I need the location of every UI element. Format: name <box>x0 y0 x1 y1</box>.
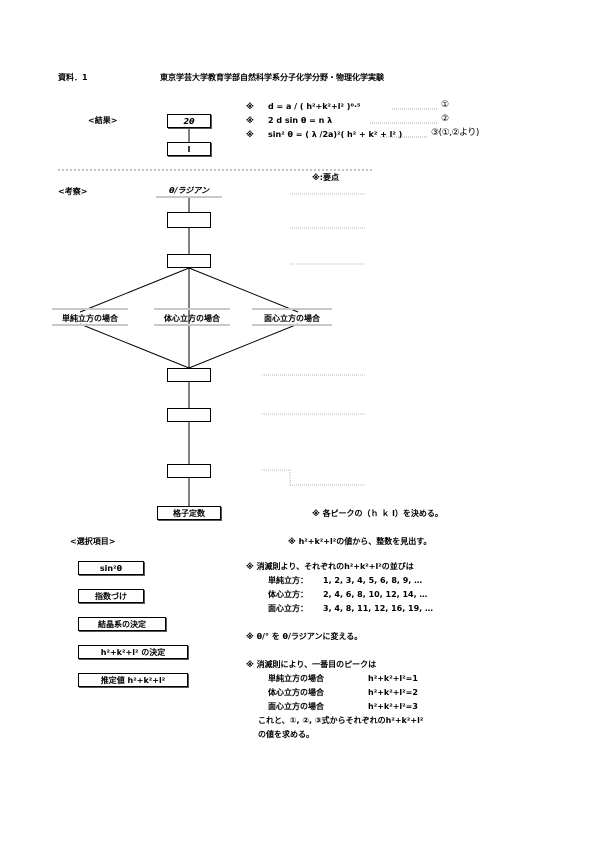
key-points-label: ※:要点 <box>312 173 339 182</box>
formula-ref: ① <box>441 100 450 110</box>
first-peak-value: h²+k²+l²=1 <box>368 674 418 683</box>
branch-body-centered: 体心立方の場合 <box>164 314 220 323</box>
note-conclusion-1: これと、①, ②, ③式からそれぞれのh²+k²+l² <box>258 716 424 725</box>
result-box-2theta: 2θ <box>167 114 211 128</box>
formula-mark: ※ <box>246 130 254 139</box>
lattice-constant-box: 格子定数 <box>157 506 221 520</box>
theta-radian-node: θ/ラジアン <box>169 186 209 195</box>
first-peak-label: 体心立方の場合 <box>268 688 324 697</box>
flow-box-empty <box>167 408 211 422</box>
selection-item-estimated-hkl[interactable]: 推定値 h²+k²+l² <box>78 673 188 687</box>
sequence-values: 3, 4, 8, 11, 12, 16, 19, … <box>323 604 433 613</box>
selection-item-sin2theta[interactable]: sin²θ <box>78 561 144 575</box>
node-underline <box>52 324 128 326</box>
node-underline <box>252 324 332 326</box>
branch-simple-cubic: 単純立方の場合 <box>62 314 118 323</box>
flow-box-empty <box>167 464 211 478</box>
note-extinction-title: ※ 消滅則より、それぞれのh²+k²+l²の並びは <box>246 562 414 571</box>
result-label: <結果> <box>88 116 118 125</box>
flow-box-empty <box>167 254 211 268</box>
node-overline <box>52 308 128 310</box>
node-overline <box>252 308 332 310</box>
note-first-peak-title: ※ 消滅則により、一番目のピークは <box>246 660 377 669</box>
discussion-label: <考察> <box>58 187 88 196</box>
note-conclusion-2: の値を求める。 <box>258 730 314 739</box>
note-integer: ※ h²+k²+l²の値から、整数を見出す。 <box>288 537 432 546</box>
selection-label: <選択項目> <box>70 537 116 546</box>
selection-item-hkl-determination[interactable]: h²+k²+l² の決定 <box>78 645 188 659</box>
result-box-intensity: I <box>167 142 211 156</box>
formula-ref: ② <box>441 114 450 124</box>
formula-ref: ③(①,②より) <box>431 128 479 138</box>
first-peak-label: 面心立方の場合 <box>268 702 324 711</box>
first-peak-value: h²+k²+l²=2 <box>368 688 418 697</box>
formula-mark: ※ <box>246 116 254 125</box>
sequence-label: 体心立方： <box>268 590 308 599</box>
node-underline <box>156 196 222 198</box>
branch-face-centered: 面心立方の場合 <box>264 314 320 323</box>
first-peak-label: 単純立方の場合 <box>268 674 324 683</box>
flow-box-empty <box>167 368 211 382</box>
sequence-label: 単純立方： <box>268 576 308 585</box>
note-peak-hkl: ※ 各ピークの（ｈ ｋ l）を決める。 <box>312 509 443 518</box>
note-convert: ※ θ/° を θ/ラジアンに変える。 <box>246 632 363 641</box>
first-peak-value: h²+k²+l²=3 <box>368 702 418 711</box>
formula-bragg: 2 d sin θ = n λ <box>268 116 333 125</box>
institution-title: 東京学芸大学教育学部自然科学系分子化学分野・物理化学実験 <box>160 73 384 82</box>
flow-box-empty <box>167 212 211 228</box>
selection-item-indexing[interactable]: 指数づけ <box>78 589 144 603</box>
sequence-values: 2, 4, 6, 8, 10, 12, 14, … <box>323 590 428 599</box>
selection-item-crystal-system[interactable]: 結晶系の決定 <box>78 617 166 631</box>
node-underline <box>154 324 230 326</box>
sequence-label: 面心立方： <box>268 604 308 613</box>
document-label: 資料．1 <box>58 73 88 82</box>
formula-d: d = a / ( h²+k²+l² )⁰·⁵ <box>268 102 361 111</box>
sequence-values: 1, 2, 3, 4, 5, 6, 8, 9, … <box>323 576 423 585</box>
formula-mark: ※ <box>246 102 254 111</box>
node-overline <box>154 308 230 310</box>
formula-sin2: sin² θ = ( λ /2a)²( h² + k² + l² ) <box>268 130 403 139</box>
